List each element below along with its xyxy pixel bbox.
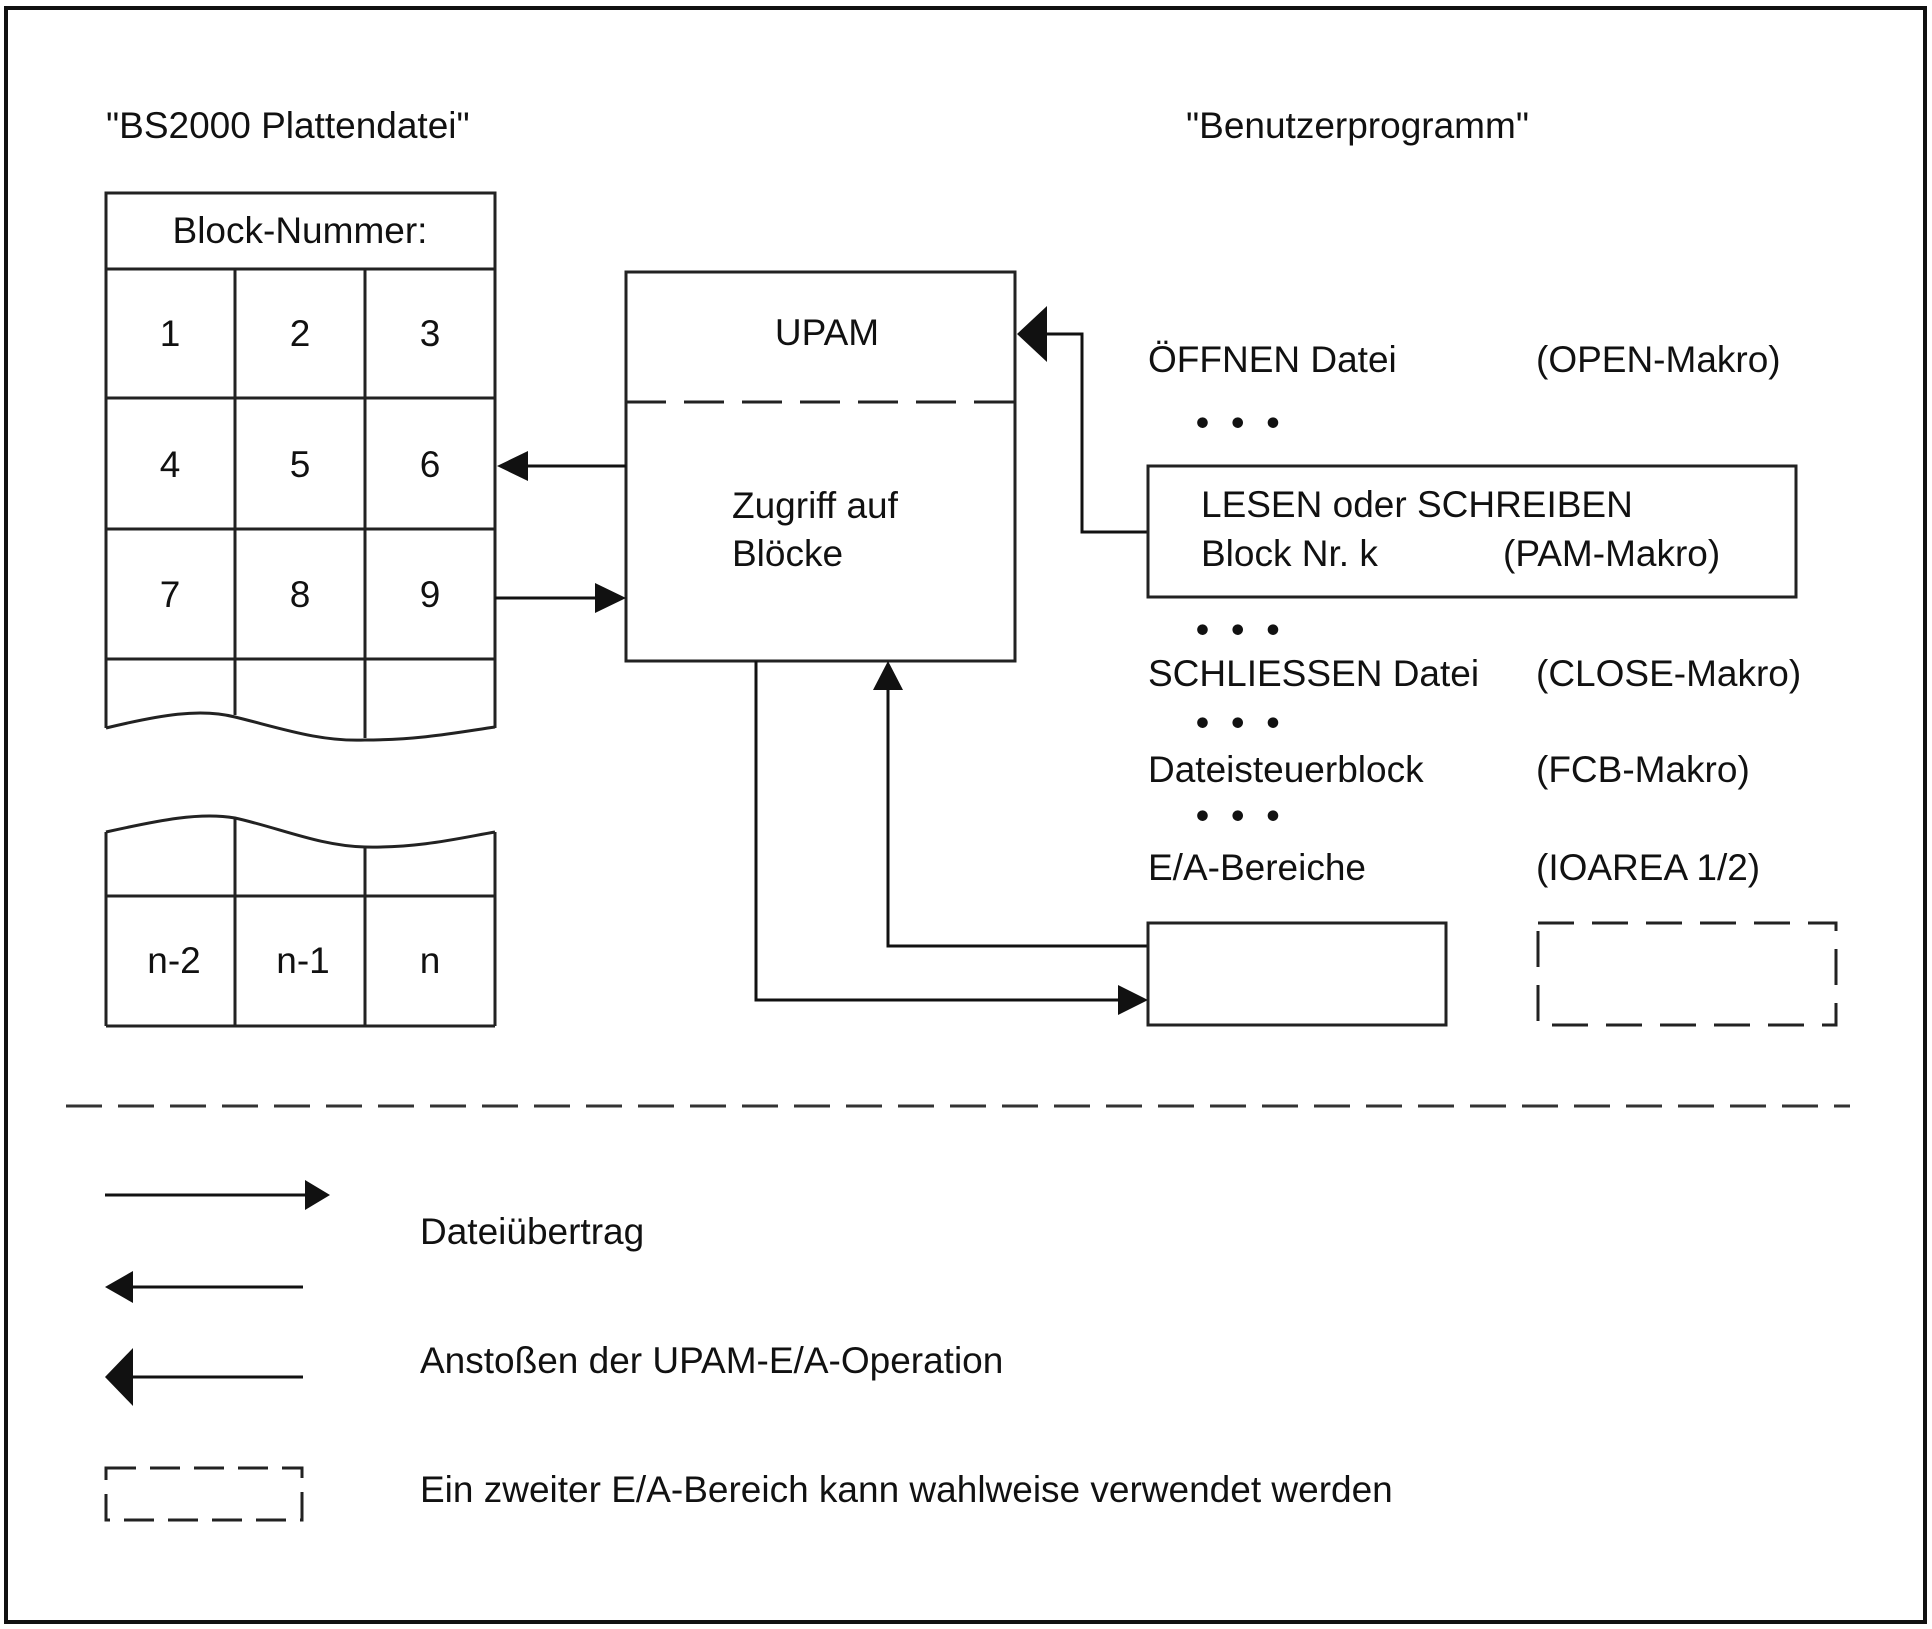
block-cell: 7 [160, 574, 181, 615]
upam-title: UPAM [775, 312, 879, 353]
block-cell: 9 [420, 574, 441, 615]
legend-trigger-arrow-icon [105, 1348, 303, 1406]
block-table-wave-bottom [105, 711, 496, 742]
ioarea-1-box [1146, 921, 1448, 1027]
upam-body-line1: Zugriff auf [732, 485, 899, 526]
block-cell: 2 [290, 313, 311, 354]
block-cell: 8 [290, 574, 311, 615]
block-cell: n-1 [276, 940, 329, 981]
legend-arrow-right-icon [105, 1180, 330, 1210]
ellipsis-dots: • • • [1196, 402, 1285, 443]
block-cell: 4 [160, 444, 181, 485]
block-table-wave-top [105, 814, 496, 849]
block-row-2: 4 5 6 [160, 444, 441, 485]
right-title: "Benutzerprogramm" [1186, 105, 1529, 146]
ellipsis-dots: • • • [1196, 702, 1285, 743]
block-cell: 1 [160, 313, 181, 354]
block-table [104, 191, 497, 742]
legend-arrow-left-icon [105, 1271, 303, 1303]
step-close-label: SCHLIESSEN Datei [1148, 653, 1479, 694]
arrow-blocks-to-upam [495, 583, 626, 613]
legend-optional-area: Ein zweiter E/A-Bereich kann wahlweise v… [420, 1469, 1393, 1510]
legend-trigger-io: Anstoßen der UPAM-E/A-Operation [420, 1340, 1003, 1381]
arrow-upam-to-blocks [497, 451, 626, 481]
block-table-tail [104, 814, 497, 1028]
step-open-label: ÖFFNEN Datei [1148, 339, 1397, 380]
pam-step-box [1146, 464, 1798, 599]
ellipsis-dots: • • • [1196, 795, 1285, 836]
step-fcb-label: Dateisteuerblock [1148, 749, 1424, 790]
step-fcb-macro: (FCB-Makro) [1536, 749, 1750, 790]
step-pam-macro: (PAM-Makro) [1503, 533, 1720, 574]
arrow-pam-trigger [1017, 306, 1148, 534]
arrow-ioarea-to-upam [873, 661, 1148, 948]
step-ioarea-label: E/A-Bereiche [1148, 847, 1366, 888]
step-open-macro: (OPEN-Makro) [1536, 339, 1781, 380]
upam-body-line2: Blöcke [732, 533, 843, 574]
legend-file-transfer: Dateiübertrag [420, 1211, 644, 1252]
step-close-macro: (CLOSE-Makro) [1536, 653, 1801, 694]
left-title: "BS2000 Plattendatei" [106, 105, 470, 146]
legend: Dateiübertrag Anstoßen der UPAM-E/A-Oper… [104, 1180, 1393, 1522]
step-pam-line1: LESEN oder SCHREIBEN [1201, 484, 1633, 525]
block-row-1: 1 2 3 [160, 313, 441, 354]
block-cell: 3 [420, 313, 441, 354]
ioarea-2-box-optional [1536, 921, 1838, 1027]
step-pam-line2: Block Nr. k [1201, 533, 1378, 574]
legend-dashed-box-icon [104, 1466, 304, 1522]
block-cell: n [420, 940, 441, 981]
block-row-3: 7 8 9 [160, 574, 441, 615]
ellipsis-dots: • • • [1196, 609, 1285, 650]
block-table-header: Block-Nummer: [173, 210, 428, 251]
block-cell: n-2 [147, 940, 200, 981]
block-cell: 5 [290, 444, 311, 485]
block-cell: 6 [420, 444, 441, 485]
step-ioarea-macro: (IOAREA 1/2) [1536, 847, 1760, 888]
block-row-tail: n-2 n-1 n [147, 940, 440, 981]
arrow-upam-to-ioarea [754, 661, 1148, 1015]
outer-frame [4, 6, 1927, 1624]
